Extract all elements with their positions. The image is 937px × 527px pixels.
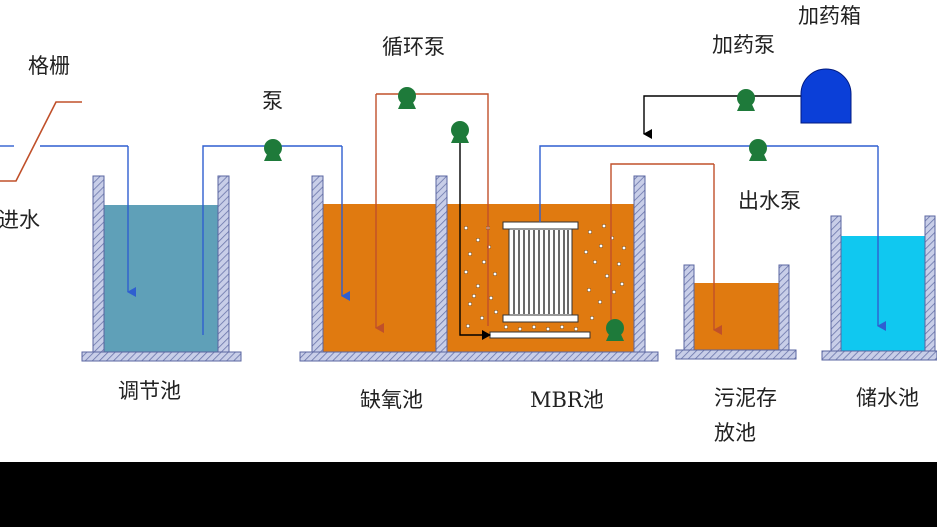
- circulation-pump-icon: [398, 87, 416, 109]
- dosing-pump-icon: [737, 89, 755, 111]
- sludge-tank-water: [694, 283, 779, 350]
- membrane-module: [489, 221, 591, 339]
- sludge-pump-icon: [606, 319, 624, 341]
- bottom-black-bar: [0, 462, 937, 527]
- transfer-pump-icon: [264, 139, 282, 161]
- effluent-pump-icon: [749, 139, 767, 161]
- aeration-bubbles: [463, 223, 627, 332]
- inlet-label: 进水: [0, 208, 40, 232]
- inlet-pipe: [0, 101, 136, 297]
- pump-label: 泵: [262, 89, 283, 113]
- anoxic-tank-label: 缺氧池: [360, 388, 423, 412]
- storage-tank-label: 储水池: [856, 386, 919, 410]
- dosing-pipe: [643, 95, 804, 139]
- grille-icon: [0, 101, 82, 182]
- air-pipe: [459, 140, 491, 340]
- regulating-tank: [81, 175, 242, 362]
- dosing-pump-label: 加药泵: [712, 33, 775, 57]
- sludge-tank: [675, 264, 797, 360]
- dosing-box-label: 加药箱: [798, 4, 861, 28]
- sludge-pipe: [610, 163, 722, 335]
- dosing-box: [800, 68, 852, 124]
- grille-label: 格栅: [28, 54, 70, 78]
- regulating-tank-label: 调节池: [118, 379, 181, 403]
- sludge-tank-label-line1: 污泥存: [714, 386, 777, 410]
- anoxic-tank-water: [323, 204, 436, 352]
- circulation-pump-label: 循环泵: [382, 35, 445, 59]
- sludge-tank-label-line2: 放池: [714, 421, 756, 445]
- anoxic-mbr-tank: [299, 175, 659, 362]
- regulating-tank-water: [104, 205, 218, 352]
- aeration-diffuser: [489, 331, 591, 339]
- blower-pump-icon: [451, 121, 469, 143]
- storage-tank: [821, 215, 937, 361]
- storage-tank-water: [841, 236, 925, 351]
- effluent-pump-label: 出水泵: [738, 189, 801, 213]
- transfer-pipe: [202, 145, 350, 335]
- mbr-tank-label: MBR池: [530, 388, 604, 412]
